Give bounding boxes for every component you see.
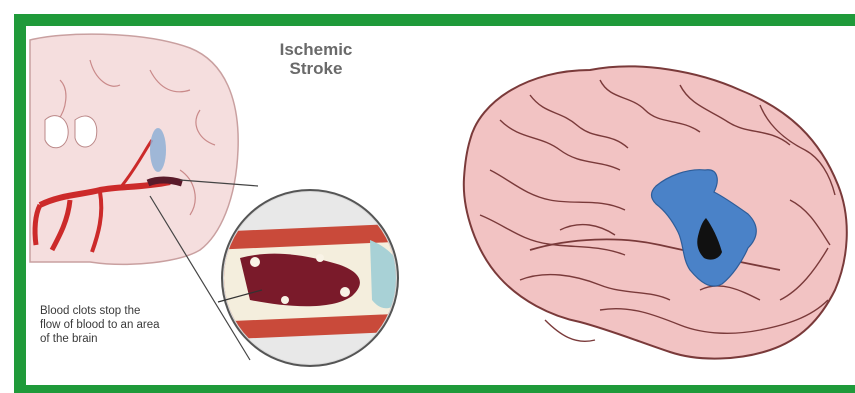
title-line-2: Stroke bbox=[258, 59, 374, 78]
caption-line-2: flow of blood to an area bbox=[40, 318, 220, 332]
caption-line-1: Blood clots stop the bbox=[40, 304, 220, 318]
magnified-artery bbox=[200, 190, 440, 370]
lateral-brain bbox=[464, 66, 847, 358]
caption-line-3: of the brain bbox=[40, 332, 220, 346]
coronal-brain-section bbox=[30, 34, 238, 264]
figure-title: Ischemic Stroke bbox=[258, 40, 374, 78]
caption-text: Blood clots stop the flow of blood to an… bbox=[40, 304, 220, 346]
title-line-1: Ischemic bbox=[258, 40, 374, 59]
